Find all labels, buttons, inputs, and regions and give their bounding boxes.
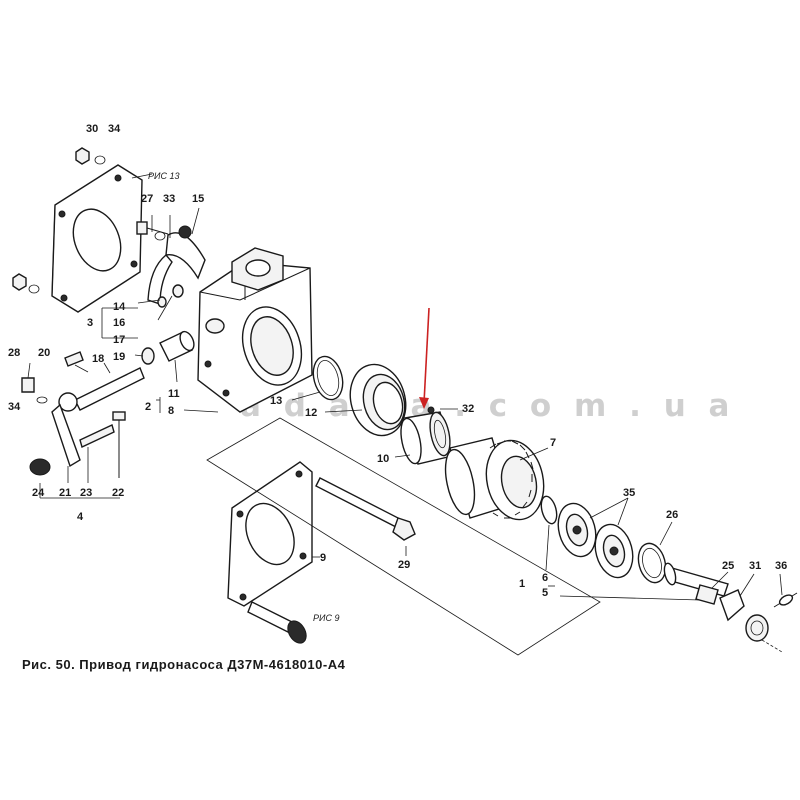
lock-washer-31 xyxy=(719,589,745,622)
callout-27: 27 xyxy=(141,193,153,205)
callout-11: 11 xyxy=(168,388,180,400)
callout-5: 5 xyxy=(542,587,548,599)
callout-13: 13 xyxy=(270,395,282,407)
bearing-35a xyxy=(557,502,597,558)
gear-7 xyxy=(444,437,545,521)
callout-22: 22 xyxy=(112,487,124,499)
bolt-27 xyxy=(136,221,169,241)
callout-3: 3 xyxy=(87,317,93,329)
gasket-9 xyxy=(227,461,313,607)
callout-33: 33 xyxy=(163,193,175,205)
callout-14: 14 xyxy=(113,301,126,313)
callout-8: 8 xyxy=(168,405,174,417)
callout-34-top: 34 xyxy=(108,123,121,135)
snap-ring-13 xyxy=(312,355,344,401)
callout-15: 15 xyxy=(192,193,204,205)
bracket-15 xyxy=(147,225,206,305)
leader-lines xyxy=(27,173,783,601)
callout-19: 19 xyxy=(113,351,125,363)
callout-17: 17 xyxy=(113,334,125,346)
callout-36: 36 xyxy=(775,560,787,572)
callout-25: 25 xyxy=(722,560,734,572)
callout-9: 9 xyxy=(320,552,326,564)
callout-28: 28 xyxy=(8,347,20,359)
reference-ris13: РИС 13 xyxy=(148,171,179,181)
callout-20: 20 xyxy=(38,347,50,359)
callout-26: 26 xyxy=(666,509,678,521)
screw-32 xyxy=(427,406,435,414)
callout-10: 10 xyxy=(377,453,389,465)
callout-32: 32 xyxy=(462,403,474,415)
bolt-29 xyxy=(315,477,416,541)
callout-34-left: 34 xyxy=(8,401,21,413)
callout-4: 4 xyxy=(77,511,84,523)
pump-housing xyxy=(197,247,313,413)
callout-31: 31 xyxy=(749,560,761,572)
callout-23: 23 xyxy=(80,487,92,499)
cotter-pin-36 xyxy=(773,592,798,608)
indicator-arrow xyxy=(419,307,430,409)
bearing-35b xyxy=(594,523,634,579)
callout-21: 21 xyxy=(59,487,71,499)
callout-2: 2 xyxy=(145,401,151,413)
figure-caption: Рис. 50. Привод гидронасоса Д37М-4618010… xyxy=(22,657,346,672)
callout-6: 6 xyxy=(542,572,548,584)
castle-nut-25 xyxy=(745,614,769,642)
screw-lower xyxy=(247,601,307,644)
nut-left xyxy=(12,273,40,294)
bushing-17 xyxy=(157,284,184,308)
coupling-10 xyxy=(400,411,453,465)
callout-12: 12 xyxy=(305,407,317,419)
callout-1: 1 xyxy=(519,578,525,590)
callout-7: 7 xyxy=(550,437,556,449)
nut-30 xyxy=(75,147,106,165)
callout-35: 35 xyxy=(623,487,635,499)
callout-18: 18 xyxy=(92,353,104,365)
lever-assembly xyxy=(21,351,145,478)
callout-29: 29 xyxy=(398,559,410,571)
shaft-5 xyxy=(663,562,729,605)
callout-30: 30 xyxy=(86,123,98,135)
callout-24: 24 xyxy=(32,487,45,499)
cover-plate xyxy=(51,164,143,313)
bearing-12 xyxy=(349,363,407,437)
snap-ring-6 xyxy=(540,495,558,525)
reference-ris9: РИС 9 xyxy=(313,613,339,623)
pin-11 xyxy=(141,330,195,365)
callout-16: 16 xyxy=(113,317,125,329)
snap-ring-26 xyxy=(637,542,667,584)
